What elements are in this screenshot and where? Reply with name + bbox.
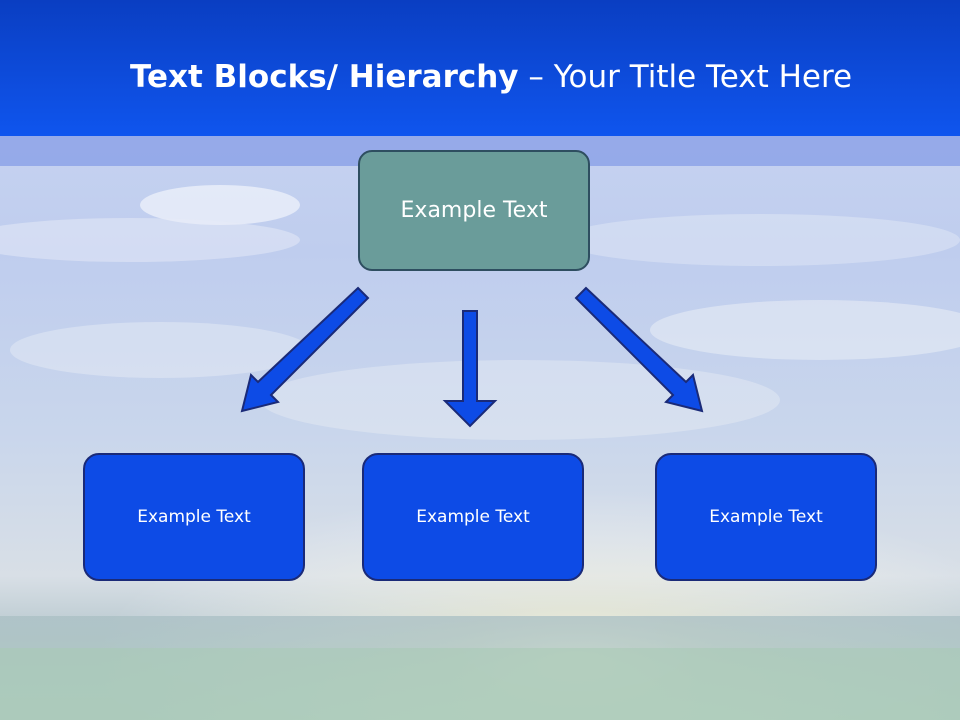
root-box: Example Text [358,150,590,271]
child-box-label: Example Text [137,507,251,527]
child-box-label: Example Text [709,507,823,527]
slide-title: Text Blocks/ Hierarchy – Your Title Text… [130,52,930,102]
title-bold-part: Text Blocks/ Hierarchy [130,59,519,95]
root-box-label: Example Text [400,198,548,223]
title-rest-part: – Your Title Text Here [518,59,853,95]
child-box-left: Example Text [83,453,305,581]
arrow-middle [442,310,498,428]
title-bar [0,0,960,136]
child-box-right: Example Text [655,453,877,581]
child-box-label: Example Text [416,507,530,527]
child-box-middle: Example Text [362,453,584,581]
arrow-right [574,286,704,413]
arrow-left [240,286,370,413]
